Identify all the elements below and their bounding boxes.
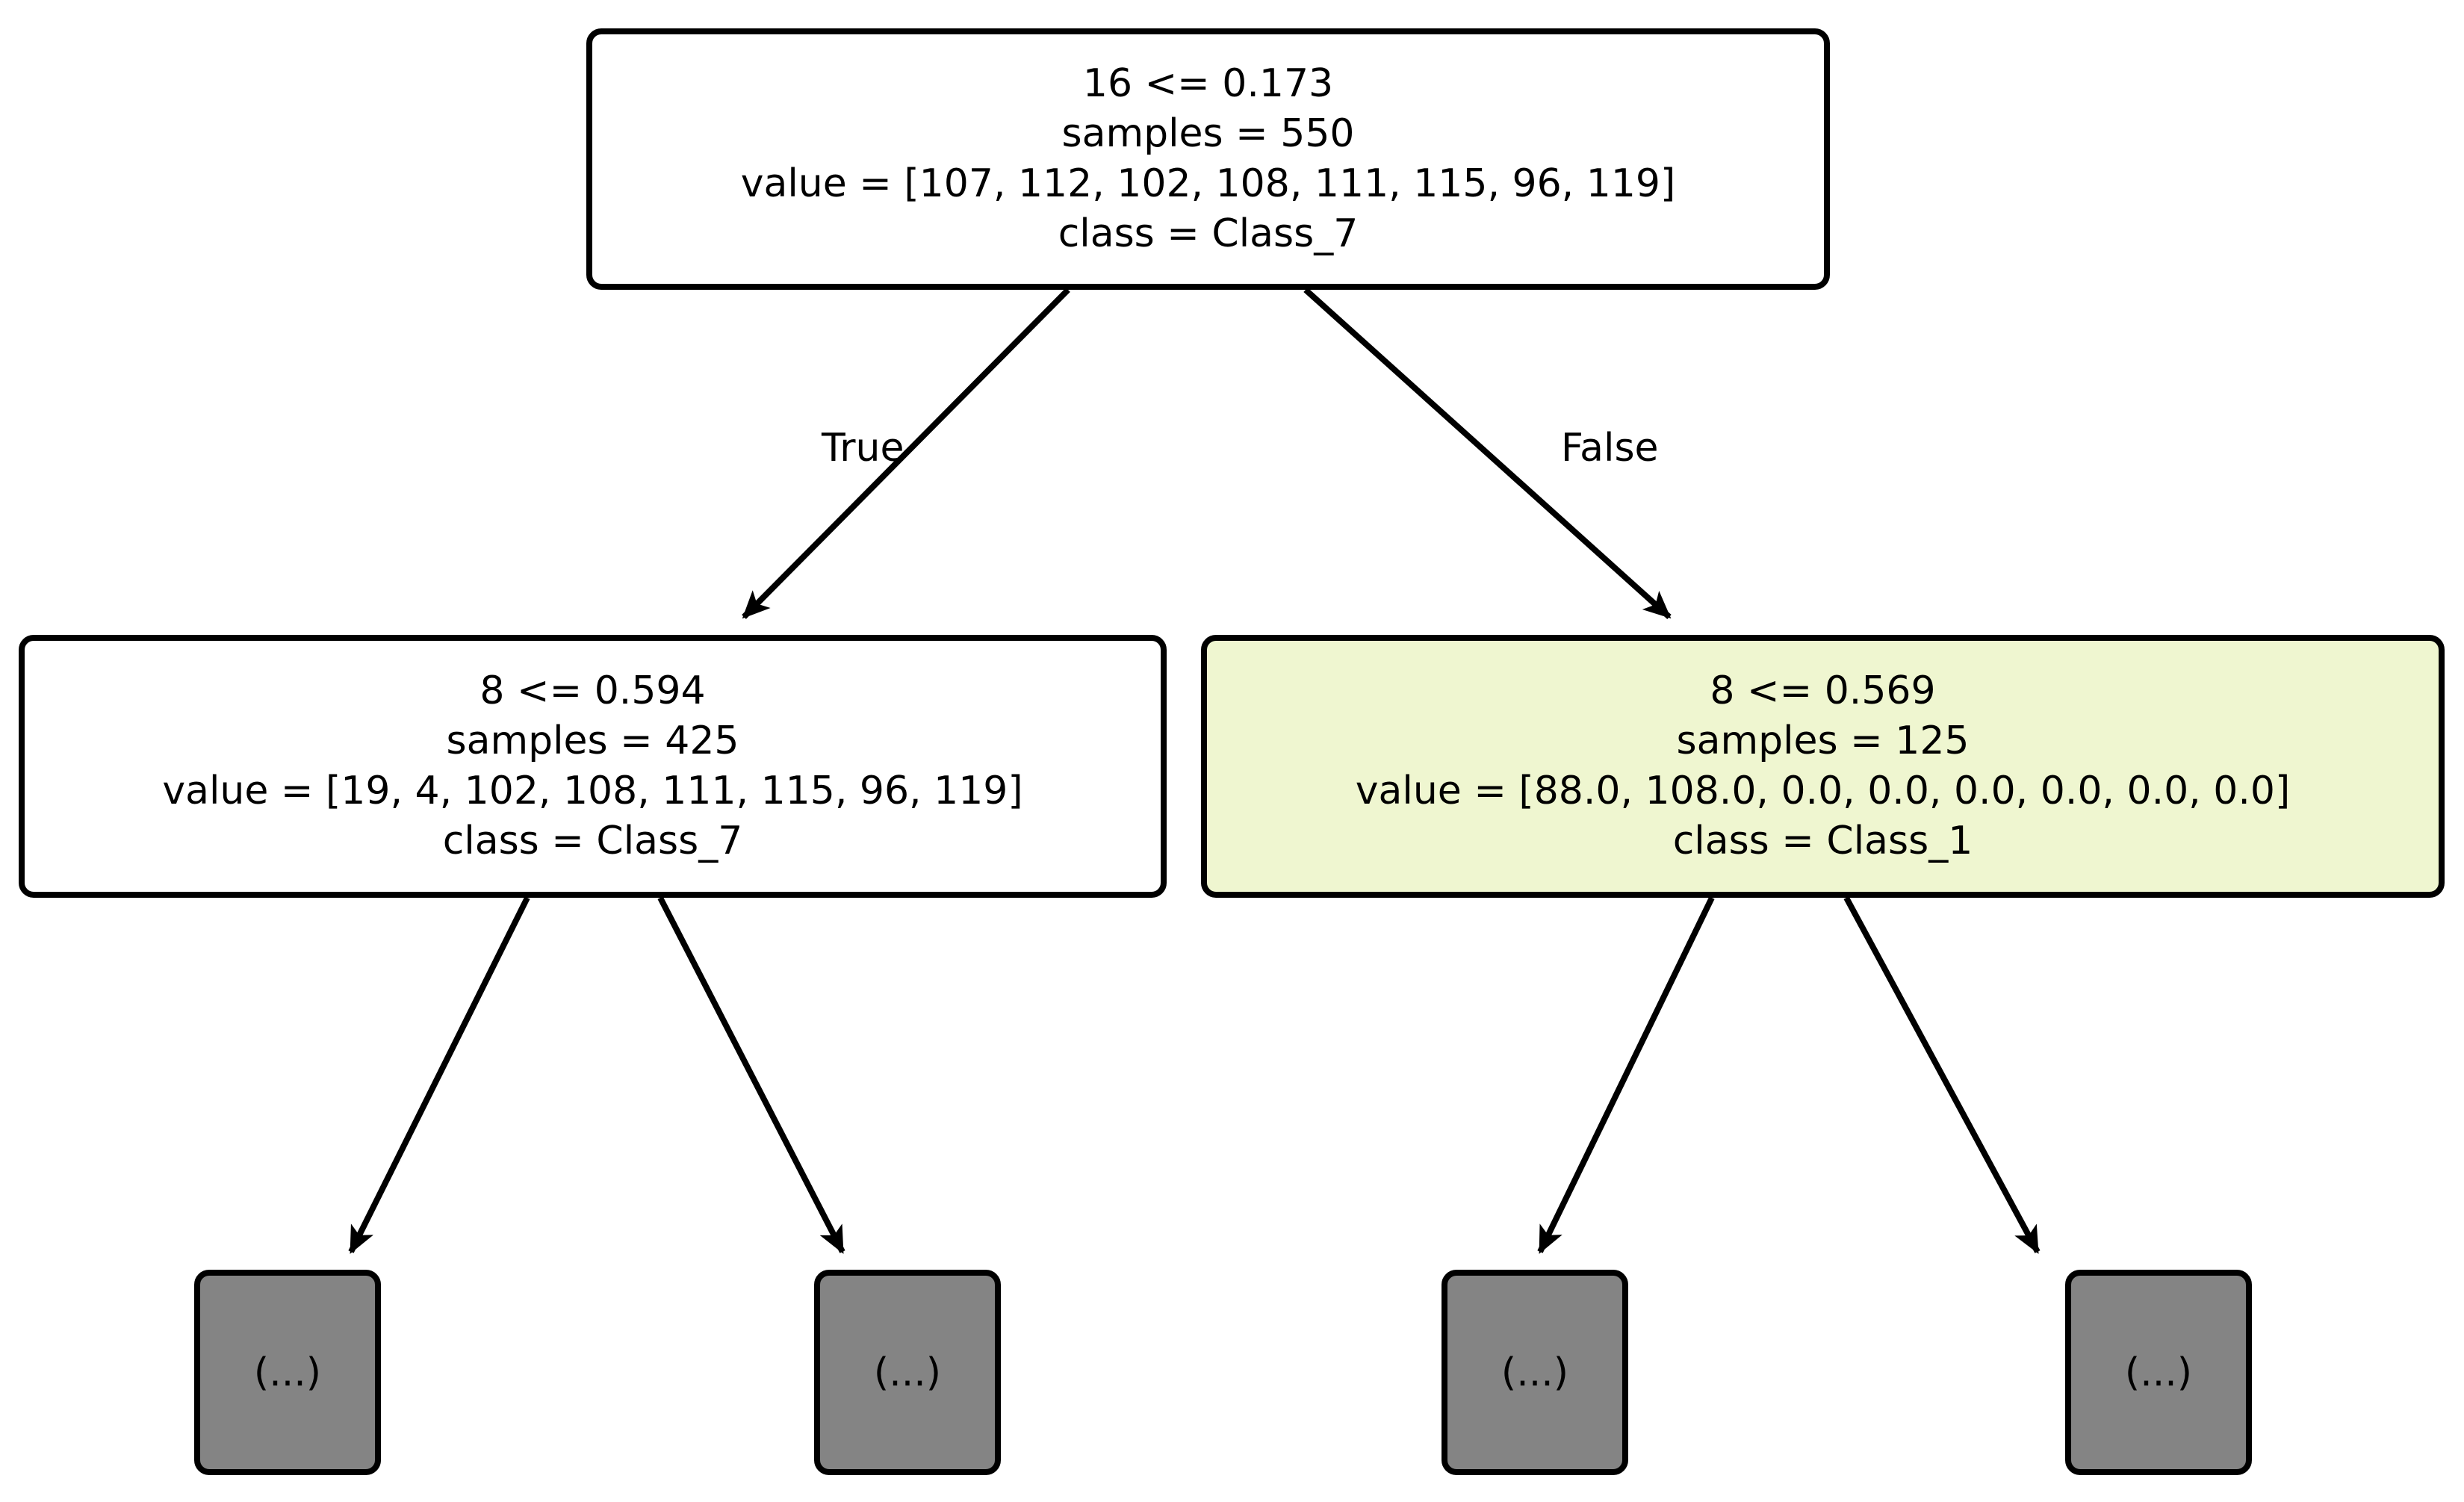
edge-label-false: False: [1561, 426, 1659, 471]
node-text-line: 8 <= 0.569: [1710, 668, 1936, 714]
right-child-node: 8 <= 0.569 samples = 125 value = [88.0, 10…: [1201, 635, 2445, 898]
left-child-node: 8 <= 0.594 samples = 425 value = [19, 4, 1…: [19, 635, 1167, 898]
node-text-line: 8 <= 0.594: [480, 668, 706, 714]
truncated-leaf-node: (...): [814, 1270, 1001, 1475]
edge-left-to-leaf1: [348, 896, 530, 1254]
node-text-line: (...): [1501, 1350, 1569, 1395]
node-text-line: samples = 425: [446, 719, 739, 764]
node-text-line: value = [107, 112, 102, 108, 111, 115, 9…: [740, 161, 1676, 206]
node-text-line: (...): [2124, 1350, 2193, 1395]
edge-right-to-leaf4: [1843, 896, 2041, 1254]
truncated-leaf-node: (...): [194, 1270, 381, 1475]
truncated-leaf-node: (...): [2065, 1270, 2252, 1475]
node-text-line: (...): [253, 1350, 322, 1395]
node-text-line: value = [88.0, 108.0, 0.0, 0.0, 0.0, 0.0…: [1355, 769, 2291, 813]
node-text-line: class = Class_7: [442, 818, 743, 863]
node-text-line: samples = 550: [1061, 111, 1355, 157]
node-text-line: 16 <= 0.173: [1082, 61, 1334, 107]
node-text-line: class = Class_7: [1058, 211, 1359, 256]
truncated-leaf-node: (...): [1442, 1270, 1628, 1475]
node-text-line: value = [19, 4, 102, 108, 111, 115, 96, …: [162, 769, 1023, 813]
edge-left-to-leaf2: [657, 896, 845, 1254]
node-text-line: samples = 125: [1676, 719, 1970, 764]
edge-root-to-left: [742, 288, 1070, 619]
edge-right-to-leaf3: [1537, 896, 1715, 1254]
edge-label-true: True: [822, 426, 904, 471]
node-text-line: class = Class_1: [1672, 818, 1973, 863]
node-text-line: (...): [873, 1350, 942, 1395]
